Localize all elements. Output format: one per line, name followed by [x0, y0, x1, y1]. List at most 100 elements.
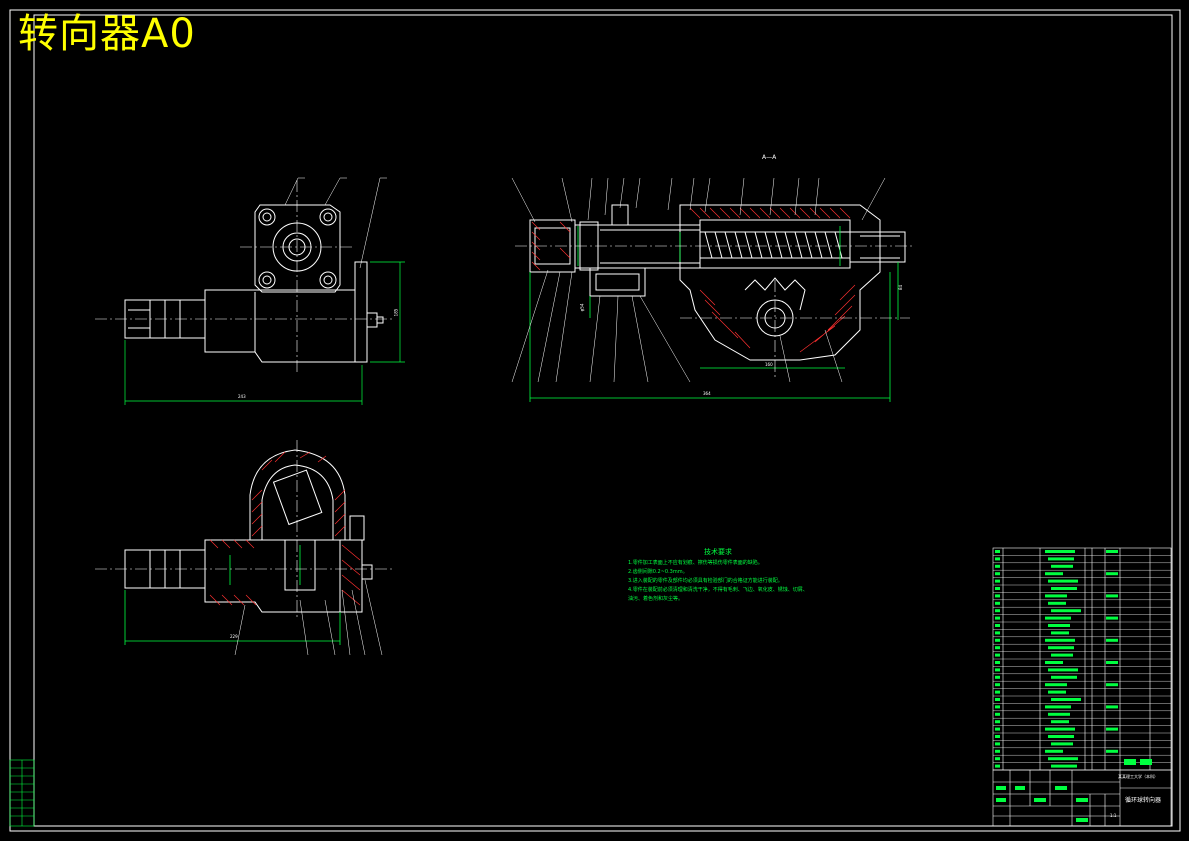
- drawing-title: 转向器A0: [18, 11, 196, 57]
- title-block: [992, 769, 1172, 827]
- parts-list-index-mark: [995, 720, 1000, 724]
- parts-list-name-mark: [1045, 594, 1067, 598]
- parts-list-index-mark: [995, 631, 1000, 635]
- parts-list-material-mark: [1106, 550, 1118, 553]
- parts-list-index-mark: [995, 705, 1000, 709]
- parts-list-index-mark: [995, 572, 1000, 576]
- parts-list-index-mark: [995, 587, 1000, 590]
- parts-list-name-mark: [1051, 675, 1077, 679]
- parts-list-name-mark: [1048, 757, 1078, 761]
- parts-list-index-mark: [995, 579, 1000, 583]
- title-block-scale: 1:1: [1110, 813, 1117, 818]
- title-block-drawing-name: 循环球转向器: [1125, 797, 1162, 804]
- dim-top-left-width: 243: [238, 394, 246, 399]
- tech-req-heading: 技术要求: [704, 548, 732, 556]
- side-view-leaders: [284, 177, 387, 269]
- title-block-school: 某某理工大学（本科）: [1118, 774, 1158, 779]
- parts-list-name-mark: [1051, 587, 1077, 590]
- dim-bottom-width: 229: [230, 634, 238, 639]
- parts-list-name-mark: [1048, 557, 1074, 561]
- parts-list-index-mark: [995, 646, 1000, 650]
- outer-frame: [9, 9, 1181, 832]
- section-label: A—A: [762, 154, 777, 161]
- bottom-view-green: [124, 545, 341, 645]
- technical-requirements: 技术要求 1.零件加工表面上不应有划痕、擦伤等损伤零件表面的缺陷。 2.齿侧间隙…: [628, 548, 808, 604]
- parts-list-index-mark: [995, 727, 1000, 731]
- parts-list-name-mark: [1048, 690, 1066, 694]
- tech-req-item: 3.进入装配的零件及部件均必须具有检验部门的合格证方能进行装配。: [628, 578, 783, 584]
- parts-list-material-mark: [1106, 683, 1118, 687]
- dim-section-height-left: φ54: [579, 303, 585, 312]
- parts-list-name-mark: [1051, 698, 1081, 701]
- section-view-green: [529, 226, 899, 402]
- parts-list-material-mark: [1106, 661, 1118, 664]
- dim-section-length: 364: [703, 391, 711, 396]
- tech-req-item: 4.零件在装配前必须清理和清洗干净，不得有毛刺、飞边、氧化皮、锈蚀、切屑、油污、…: [628, 587, 808, 602]
- title-block-marks: [996, 759, 1152, 822]
- parts-list-index-mark: [995, 661, 1000, 664]
- parts-list-index-mark: [995, 749, 1000, 753]
- bottom-view: [124, 449, 373, 613]
- parts-list-index-mark: [995, 764, 1000, 768]
- parts-list-index-mark: [995, 690, 1000, 694]
- parts-list-material-mark: [1106, 572, 1118, 576]
- tech-req-item: 2.齿侧间隙0.2~0.3mm。: [628, 569, 688, 575]
- parts-list-index-mark: [995, 638, 1000, 642]
- parts-list-material-mark: [1106, 594, 1118, 598]
- parts-list-text: [995, 550, 1118, 768]
- parts-list-name-mark: [1045, 705, 1071, 709]
- section-view-leaders: [511, 177, 886, 383]
- parts-list-index-mark: [995, 601, 1000, 605]
- parts-list-index-mark: [995, 653, 1000, 657]
- parts-list-material-mark: [1106, 705, 1118, 709]
- parts-list-name-mark: [1048, 668, 1078, 672]
- parts-list-index-mark: [995, 564, 1000, 568]
- parts-list-name-mark: [1048, 735, 1074, 738]
- parts-list-index-mark: [995, 742, 1000, 746]
- parts-list-name-mark: [1045, 727, 1075, 731]
- parts-list-name-mark: [1051, 653, 1073, 657]
- parts-list-name-mark: [1048, 646, 1074, 650]
- dim-section-inner: 160: [765, 362, 773, 367]
- parts-list-name-mark: [1045, 616, 1071, 620]
- section-view: [529, 204, 906, 361]
- parts-list-index-mark: [995, 757, 1000, 761]
- revision-stamp: [9, 759, 35, 827]
- dim-section-height-right: 84: [898, 284, 904, 291]
- parts-list-index-mark: [995, 594, 1000, 598]
- section-view-centerlines: [515, 245, 915, 380]
- parts-list-material-mark: [1106, 638, 1118, 642]
- parts-list-index-mark: [995, 616, 1000, 620]
- parts-list-index-mark: [995, 668, 1000, 672]
- parts-list-name-mark: [1051, 720, 1069, 724]
- parts-list-index-mark: [995, 712, 1000, 716]
- parts-list-name-mark: [1048, 601, 1066, 605]
- parts-list-name-mark: [1051, 631, 1069, 635]
- parts-list-name-mark: [1045, 661, 1063, 664]
- parts-list-name-mark: [1045, 572, 1063, 576]
- parts-list-index-mark: [995, 624, 1000, 627]
- parts-list-rows: [993, 555, 1171, 763]
- side-view: [124, 204, 384, 363]
- parts-list-name-mark: [1051, 564, 1073, 568]
- parts-list-index-mark: [995, 557, 1000, 561]
- parts-list-name-mark: [1051, 764, 1077, 768]
- parts-list-name-mark: [1048, 712, 1070, 716]
- parts-list-name-mark: [1045, 683, 1067, 687]
- bottom-view-centerlines: [95, 440, 395, 620]
- tech-req-item: 1.零件加工表面上不应有划痕、擦伤等损伤零件表面的缺陷。: [628, 560, 763, 566]
- parts-list-material-mark: [1106, 616, 1118, 620]
- parts-list-index-mark: [995, 683, 1000, 687]
- bottom-view-hatching: [209, 451, 361, 606]
- dim-top-left-height: 185: [393, 308, 399, 317]
- parts-list-name-mark: [1051, 609, 1081, 613]
- parts-list-index-mark: [995, 550, 1000, 553]
- parts-list-index-mark: [995, 735, 1000, 738]
- parts-list-name-mark: [1048, 579, 1078, 583]
- side-view-dimensions: [124, 261, 405, 405]
- parts-list-index-mark: [995, 675, 1000, 679]
- parts-list-material-mark: [1106, 727, 1118, 731]
- parts-list-material-mark: [1106, 749, 1118, 753]
